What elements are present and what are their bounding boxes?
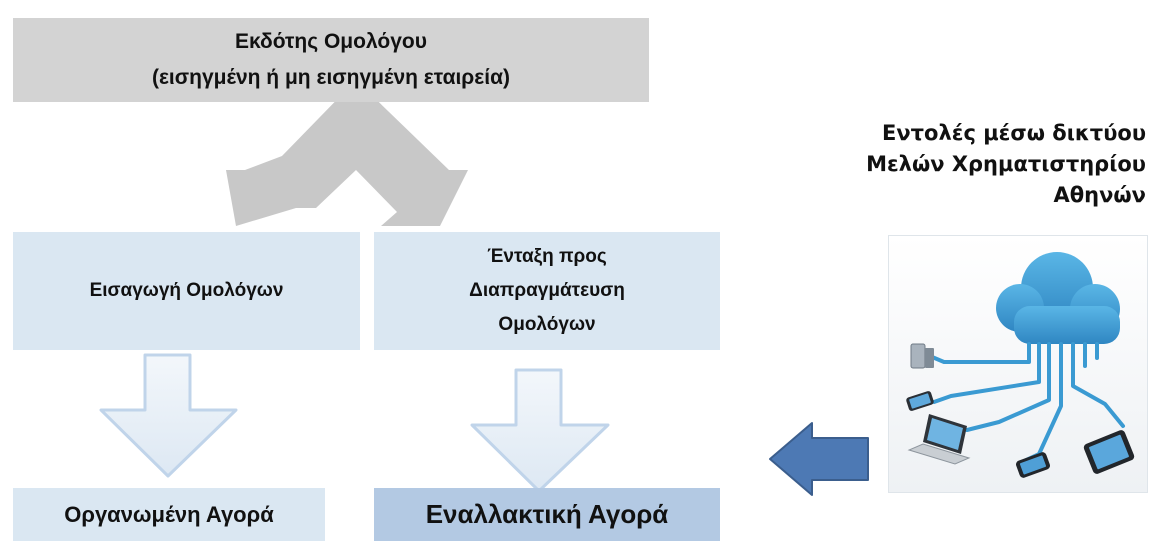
issuer-subtitle: (εισηγμένη ή μη εισηγμένη εταιρεία): [151, 66, 511, 89]
bond-issuer-box: Εκδότης Ομολόγου (εισηγμένη ή μη εισηγμέ…: [13, 18, 649, 102]
smartphone-icon: [1016, 452, 1050, 478]
cloud-network-illustration: [888, 235, 1148, 493]
issuer-title: Εκδότης Ομολόγου: [235, 30, 427, 53]
tablet-icon: [1083, 430, 1135, 474]
smartphone-icon: [906, 391, 934, 411]
trading-inclusion-box: Ένταξη προς Διαπραγμάτευση Ομολόγων: [374, 232, 720, 350]
trading-inclusion-line3: Ομολόγων: [498, 314, 596, 335]
network-orders-line1: Εντολές μέσω δικτύου: [882, 121, 1146, 145]
trading-inclusion-line2: Διαπραγμάτευση: [469, 280, 625, 301]
network-orders-line3: Αθηνών: [1053, 183, 1147, 207]
alternative-market-label: Εναλλακτική Αγορά: [425, 499, 669, 529]
network-orders-line2: Μελών Χρηματιστηρίου: [866, 152, 1146, 176]
network-orders-caption: Εντολές μέσω δικτύου Μελών Χρηματιστηρίο…: [726, 118, 1146, 211]
down-arrow-left: [99, 353, 238, 478]
alternative-market-box: Εναλλακτική Αγορά: [374, 488, 720, 541]
regulated-market-label: Οργανωμένη Αγορά: [64, 501, 274, 527]
bond-admission-label: Εισαγωγή Ομολόγων: [89, 280, 284, 301]
server-icon: [910, 343, 934, 369]
cloud-icon: [996, 252, 1120, 344]
network-lines: [923, 342, 1125, 463]
left-arrow-blue: [769, 422, 869, 496]
regulated-market-box: Οργανωμένη Αγορά: [13, 488, 325, 541]
trading-inclusion-line1: Ένταξη προς: [487, 246, 607, 267]
laptop-icon: [907, 414, 971, 465]
down-arrow-right: [470, 368, 610, 493]
bond-admission-box: Εισαγωγή Ομολόγων: [13, 232, 360, 350]
